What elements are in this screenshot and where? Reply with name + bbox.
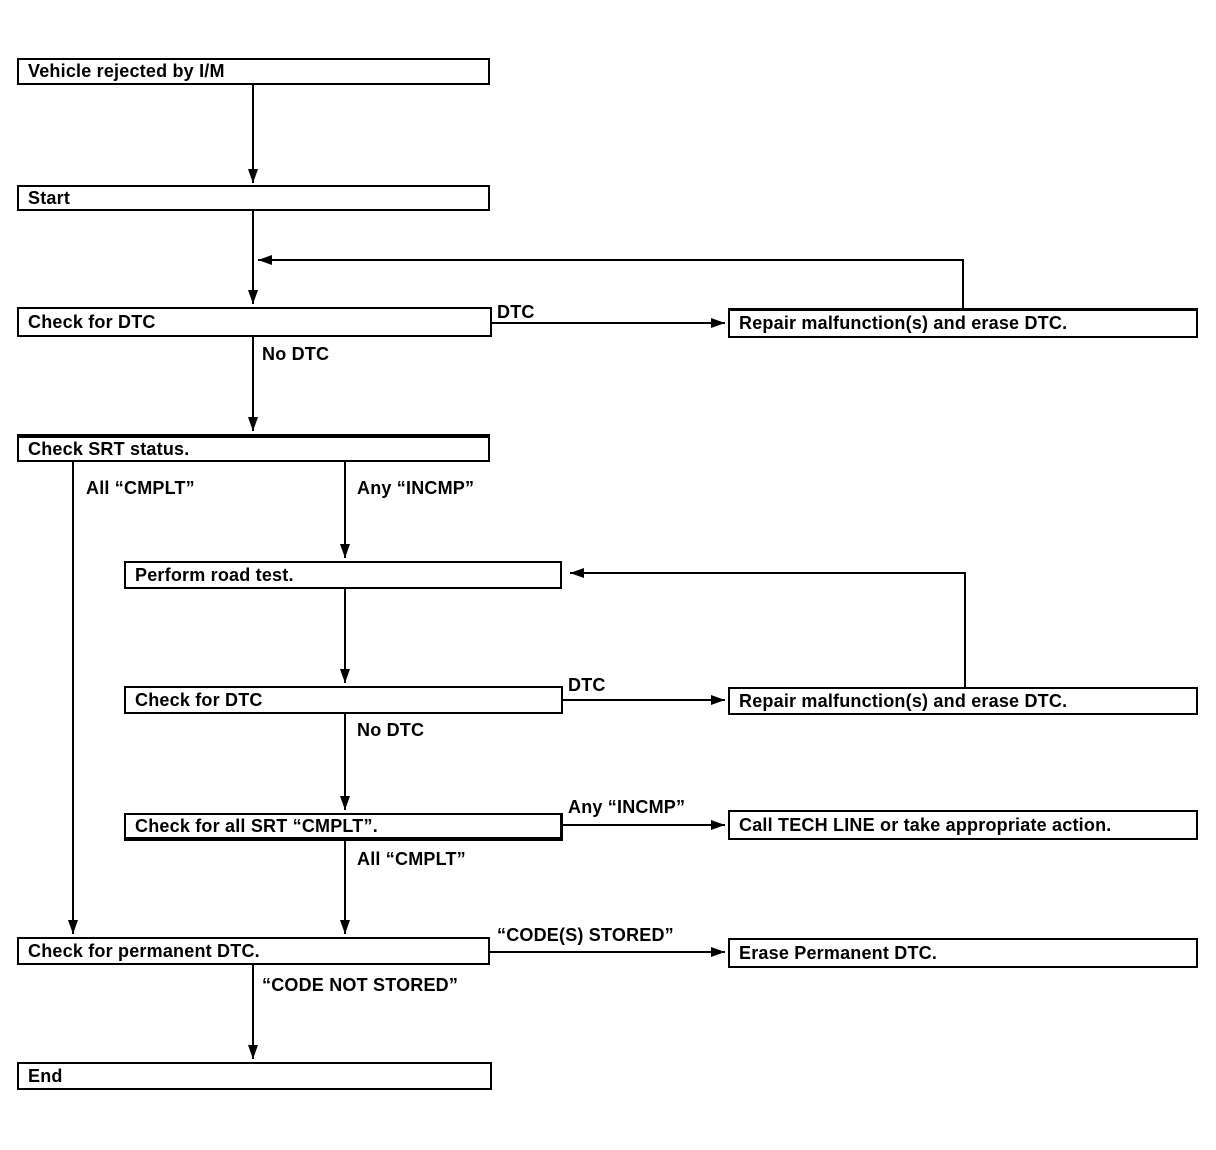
edge-label-all-cmplt-1: All “CMPLT” [86,478,195,498]
flow-box-check-dtc-2: Check for DTC [124,686,563,714]
edge-label-no-dtc-1: No DTC [262,344,330,364]
edge-label-all-cmplt-2: All “CMPLT” [357,849,466,869]
edge-label-any-incmp-1: Any “INCMP” [357,478,475,498]
edge-label-code-not-stored: “CODE NOT STORED” [262,975,459,995]
edge-label-dtc-2: DTC [568,675,606,695]
flow-box-check-srt: Check SRT status. [17,434,490,462]
flow-box-repair-2: Repair malfunction(s) and erase DTC. [728,687,1198,715]
flow-box-check-dtc-1: Check for DTC [17,307,492,337]
edge-label-no-dtc-2: No DTC [357,720,425,740]
flow-box-check-all-srt: Check for all SRT “CMPLT”. [124,813,563,841]
flow-box-repair-1: Repair malfunction(s) and erase DTC. [728,308,1198,338]
edge-label-any-incmp-2: Any “INCMP” [568,797,686,817]
flow-box-end: End [17,1062,492,1090]
flow-box-call-tech-line: Call TECH LINE or take appropriate actio… [728,810,1198,840]
flow-box-start: Start [17,185,490,211]
arrow-repair-1-loopback [258,255,964,308]
arrow-repair-2-loopback [570,568,966,687]
flow-box-vehicle-rejected: Vehicle rejected by I/M [17,58,490,85]
flow-box-perform-road-test: Perform road test. [124,561,562,589]
edge-label-codes-stored: “CODE(S) STORED” [497,925,674,945]
flow-box-erase-permanent: Erase Permanent DTC. [728,938,1198,968]
edge-label-dtc-1: DTC [497,302,535,322]
flow-box-check-permanent: Check for permanent DTC. [17,937,490,965]
